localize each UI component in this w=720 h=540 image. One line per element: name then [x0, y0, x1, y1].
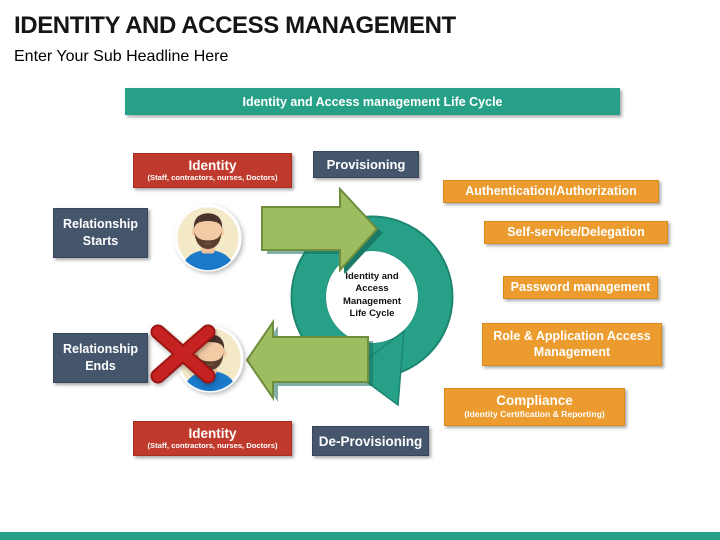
service-compliance-title: Compliance [496, 393, 573, 409]
service-compliance-subtitle: (Identity Certification & Reporting) [464, 409, 605, 420]
slide-footer-bar [0, 532, 720, 540]
service-role-application-access: Role & Application Access Management [482, 323, 662, 366]
green-arrow-left-icon [245, 318, 369, 402]
identity-box-bottom-title: Identity [188, 425, 237, 441]
provisioning-box: Provisioning [313, 151, 419, 178]
green-arrow-right-icon [261, 186, 379, 273]
service-authentication-authorization: Authentication/Authorization [443, 180, 659, 203]
service-password-management: Password management [503, 276, 658, 299]
page-subtitle: Enter Your Sub Headline Here [14, 48, 229, 65]
page-title: IDENTITY AND ACCESS MANAGEMENT [14, 12, 456, 39]
deprovisioning-box: De-Provisioning [312, 426, 429, 456]
cycle-center-label: Identity and Access Management Life Cycl… [342, 271, 402, 320]
service-compliance: Compliance (Identity Certification & Rep… [444, 388, 625, 426]
red-x-icon [150, 324, 216, 384]
identity-box-bottom: Identity (Staff, contractors, nurses, Do… [133, 421, 292, 456]
service-self-service-delegation: Self-service/Delegation [484, 221, 668, 244]
relationship-starts-box: Relationship Starts [53, 208, 148, 258]
identity-box-top: Identity (Staff, contractors, nurses, Do… [133, 153, 292, 188]
identity-box-bottom-subtitle: (Staff, contractors, nurses, Doctors) [147, 441, 278, 451]
lifecycle-banner: Identity and Access management Life Cycl… [125, 88, 620, 115]
cycle-arrows-icon [245, 186, 454, 407]
relationship-ends-box: Relationship Ends [53, 333, 148, 383]
identity-box-top-subtitle: (Staff, contractors, nurses, Doctors) [147, 173, 278, 183]
identity-box-top-title: Identity [188, 157, 237, 173]
user-avatar-icon [173, 203, 243, 278]
